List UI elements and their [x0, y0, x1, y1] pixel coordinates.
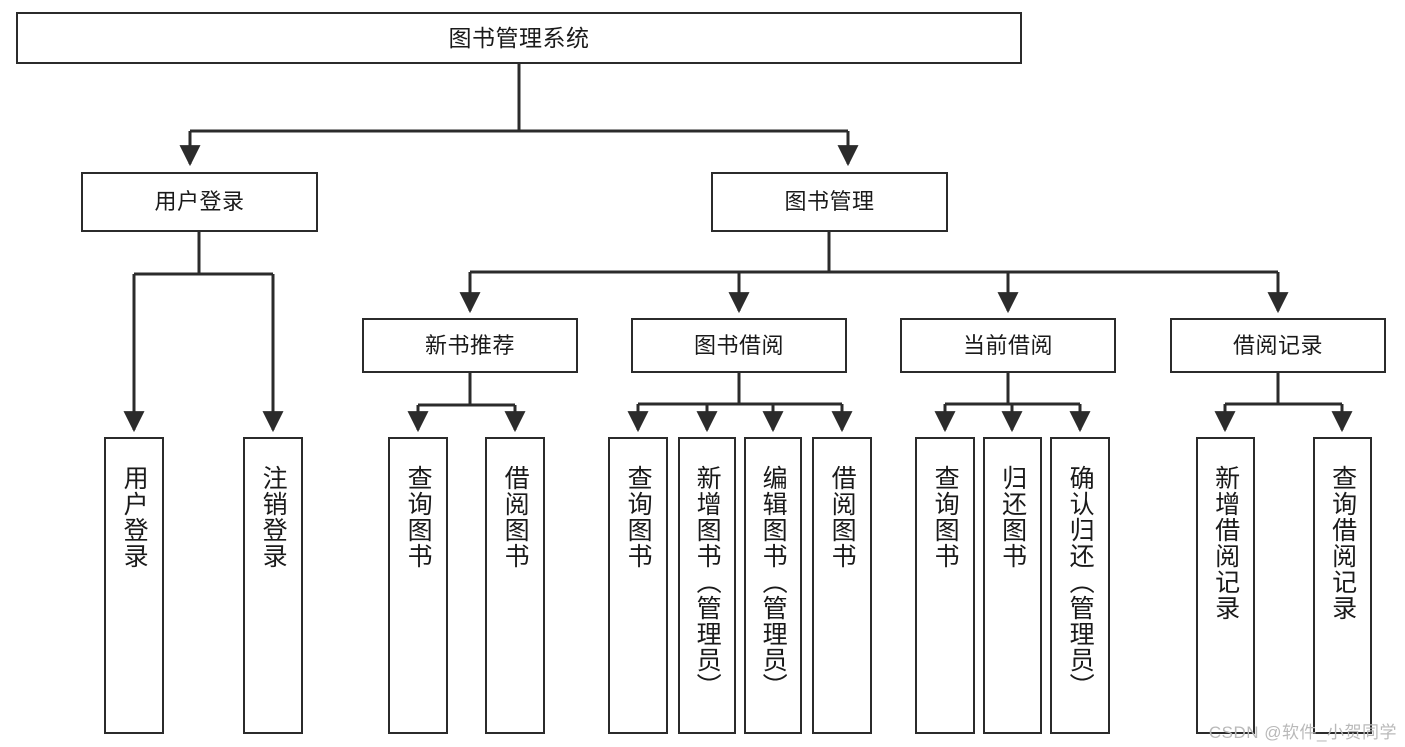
node-label: 图书管理系统	[448, 24, 590, 51]
node-label: 归还图书	[998, 465, 1027, 569]
node-label: 用户登录	[154, 189, 245, 215]
node-label: 查询借阅记录	[1328, 465, 1357, 621]
node-leaf-return-book[interactable]: 归还图书	[983, 437, 1042, 734]
node-user-login[interactable]: 用户登录	[81, 172, 318, 232]
node-leaf-edit-book-admin[interactable]: 编辑图书（管理员）	[744, 437, 802, 734]
node-label: 新增借阅记录	[1211, 465, 1240, 621]
node-label: 确认归还（管理员）	[1066, 465, 1095, 699]
node-root-system[interactable]: 图书管理系统	[16, 12, 1022, 64]
node-leaf-user-login[interactable]: 用户登录	[104, 437, 164, 734]
node-label: 注销登录	[259, 465, 288, 569]
node-borrow-record[interactable]: 借阅记录	[1170, 318, 1386, 373]
node-leaf-query-book-current[interactable]: 查询图书	[915, 437, 975, 734]
node-label: 查询图书	[931, 465, 960, 569]
node-leaf-borrow-book[interactable]: 借阅图书	[812, 437, 872, 734]
node-new-book-recommend[interactable]: 新书推荐	[362, 318, 578, 373]
node-leaf-borrow-book-recommend[interactable]: 借阅图书	[485, 437, 545, 734]
node-label: 图书管理	[784, 189, 875, 215]
node-leaf-confirm-return-admin[interactable]: 确认归还（管理员）	[1050, 437, 1110, 734]
node-leaf-query-borrow-record[interactable]: 查询借阅记录	[1313, 437, 1372, 734]
node-leaf-add-book-admin[interactable]: 新增图书（管理员）	[678, 437, 736, 734]
node-label: 借阅图书	[828, 465, 857, 569]
node-leaf-query-book-borrow[interactable]: 查询图书	[608, 437, 668, 734]
node-leaf-query-book-recommend[interactable]: 查询图书	[388, 437, 448, 734]
node-label: 新增图书（管理员）	[693, 465, 722, 699]
node-leaf-logout[interactable]: 注销登录	[243, 437, 303, 734]
node-label: 当前借阅	[962, 332, 1053, 358]
node-label: 新书推荐	[424, 332, 515, 358]
node-label: 借阅记录	[1232, 332, 1323, 358]
node-label: 查询图书	[624, 465, 653, 569]
node-book-borrow[interactable]: 图书借阅	[631, 318, 847, 373]
node-label: 用户登录	[120, 465, 149, 569]
node-label: 借阅图书	[501, 465, 530, 569]
node-label: 图书借阅	[693, 332, 784, 358]
csdn-watermark: CSDN @软件_小贺同学	[1208, 723, 1397, 742]
node-label: 编辑图书（管理员）	[759, 465, 788, 699]
node-leaf-add-borrow-record[interactable]: 新增借阅记录	[1196, 437, 1255, 734]
node-book-manage[interactable]: 图书管理	[711, 172, 948, 232]
node-current-borrow[interactable]: 当前借阅	[900, 318, 1116, 373]
node-label: 查询图书	[404, 465, 433, 569]
